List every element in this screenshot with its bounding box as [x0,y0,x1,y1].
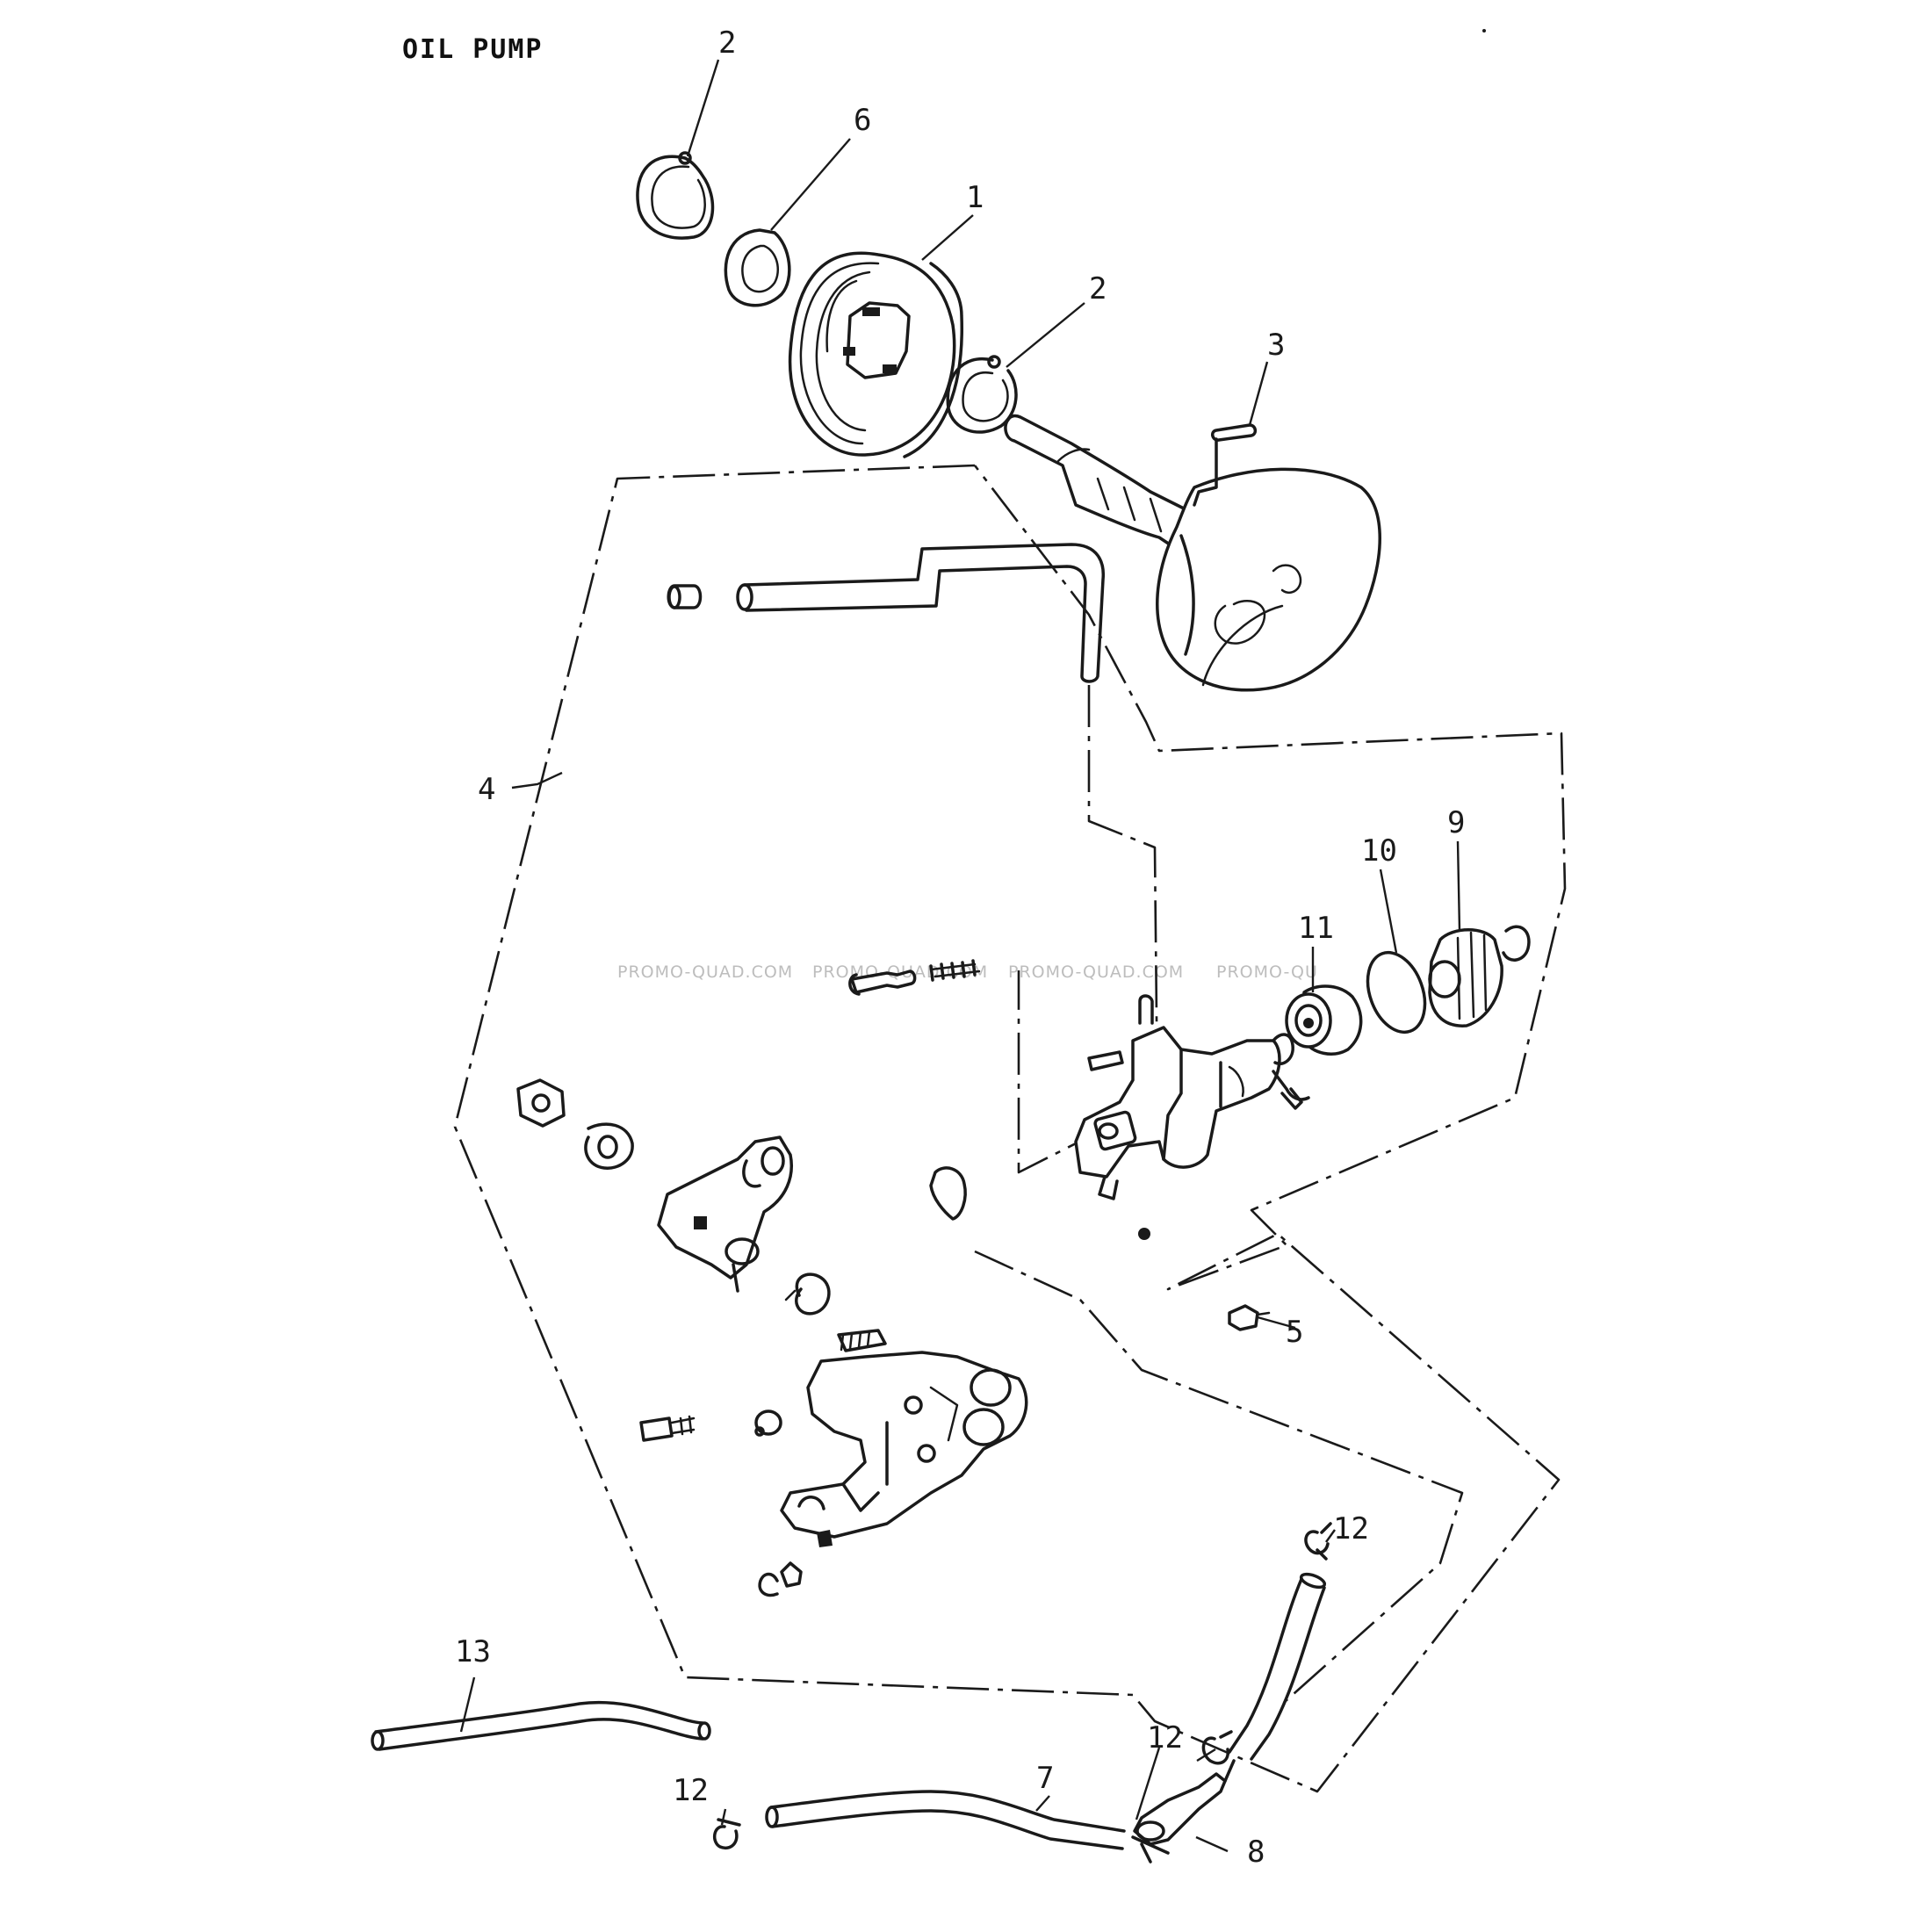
circlip-upper [636,151,715,240]
hose-clamp-12-lower [713,1818,741,1849]
pump-pulley-part-1 [788,251,963,458]
callout-2-lower: 2 [1089,271,1107,306]
circlip-lower [946,355,1018,434]
bearing-part-11 [1285,984,1363,1056]
callout-4: 4 [478,772,495,807]
callout-9: 9 [1447,805,1465,840]
hose-vertical [1228,1572,1327,1761]
callout-5: 5 [1286,1315,1303,1350]
lever-arm [754,1329,1028,1547]
callout-8: 8 [1247,1835,1265,1870]
callout-10: 10 [1361,833,1397,869]
callout-labels: 2 6 1 2 3 4 9 10 11 5 12 12 12 7 8 13 [455,25,1465,1870]
gear-part-9 [1428,925,1531,1027]
boundary-lower [974,1250,1464,1709]
callout-6: 6 [854,103,871,138]
bolt-and-spring [848,959,981,996]
callout-12-upper: 12 [1333,1511,1369,1546]
callout-13: 13 [455,1634,491,1669]
callout-12-lower: 12 [673,1773,709,1808]
boundary-left [453,464,1567,1793]
callout-11: 11 [1298,911,1334,946]
callout-12-middle: 12 [1147,1720,1183,1755]
watermark-4: PROMO-QU [1216,962,1318,982]
scan-speck [1482,29,1486,32]
watermark-1: PROMO-QUAD.COM [617,962,793,982]
callout-3: 3 [1267,328,1285,363]
leader-lines [459,59,1461,1853]
watermark-3: PROMO-QUAD.COM [1008,962,1184,982]
hose-clamp-12-middle [1201,1730,1233,1765]
o-ring-part-10 [1366,950,1427,1034]
assembly-boundary [453,464,1567,1793]
bolt-part-5 [1228,1304,1271,1331]
hose-clamp-12-upper [1304,1522,1332,1561]
pin-part-3 [1211,423,1258,442]
lever-assembly-upper [516,1078,793,1293]
callout-1: 1 [966,180,984,215]
callout-7: 7 [1036,1761,1054,1796]
diagram-title: OIL PUMP [402,34,544,65]
gasket [929,1166,967,1221]
hose-part-13 [371,1700,711,1751]
spring-coil [784,1272,831,1316]
fitting-part-8 [1131,1759,1236,1864]
bush-and-pipe [667,543,1106,683]
drive-shaft-gear [1004,414,1381,692]
hose-part-7 [765,1790,1126,1850]
lever-bolts [639,1409,803,1597]
pump-body [1074,994,1310,1240]
washer-part-6 [724,228,791,307]
boundary-inner [1017,685,1159,1174]
callout-2-upper: 2 [718,25,736,61]
